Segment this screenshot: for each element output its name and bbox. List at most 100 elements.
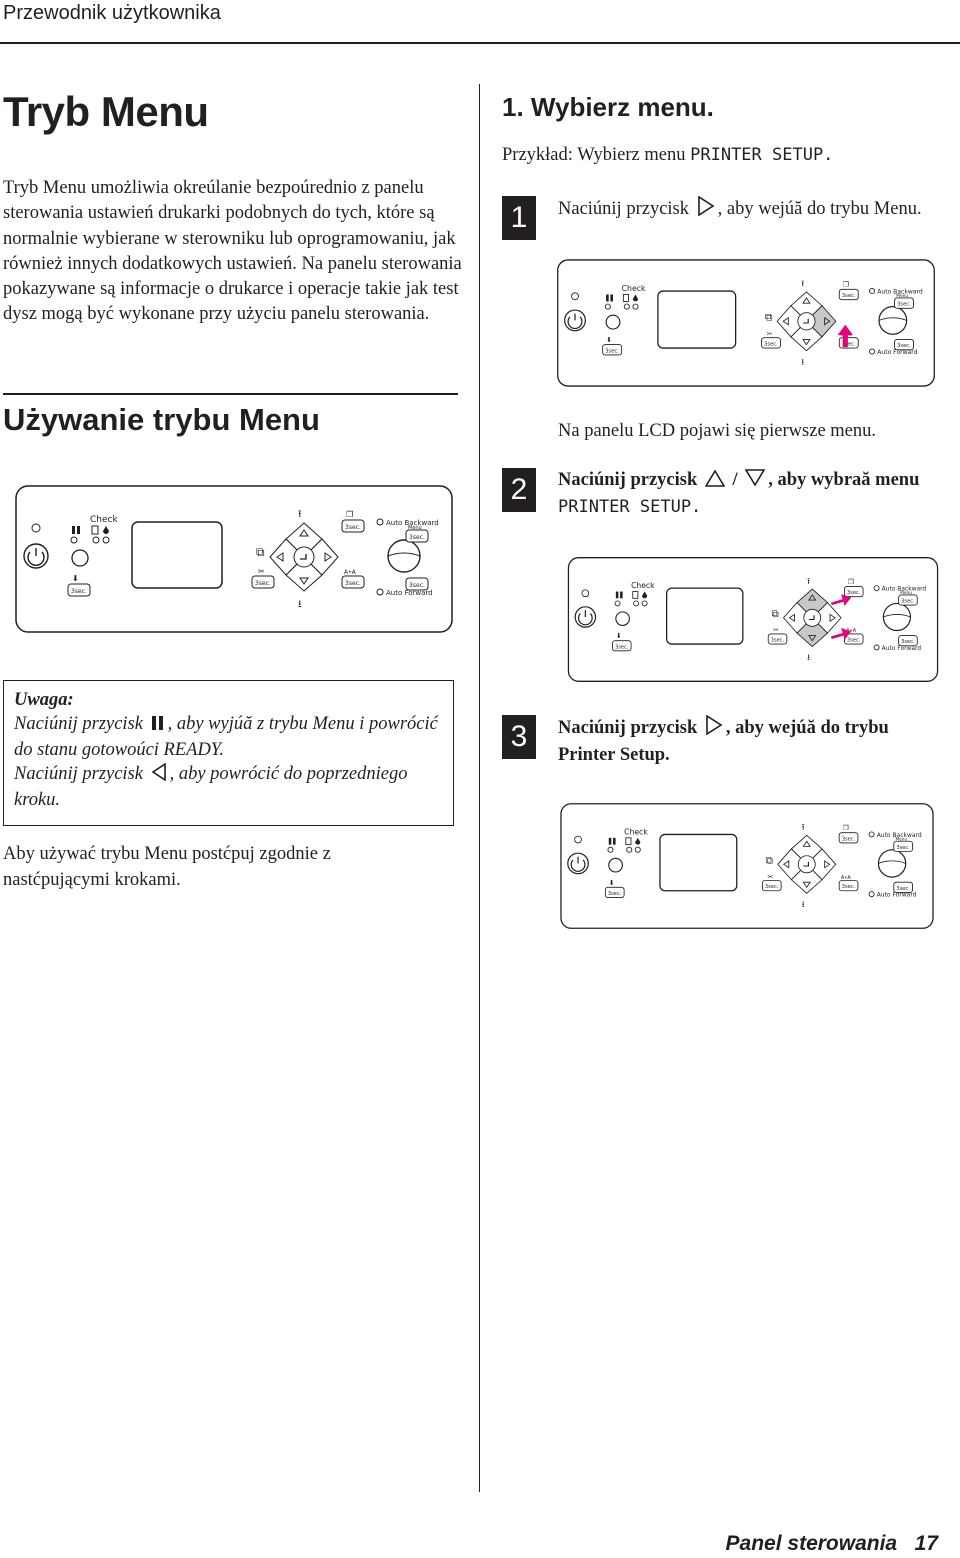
page-number: 17 xyxy=(914,1532,938,1555)
note-box: Uwaga: Naciúnij przycisk , aby wyjúă z t… xyxy=(3,680,454,826)
cleaning-button xyxy=(602,344,623,356)
menu-3sec-button-2 xyxy=(898,635,918,647)
pause-icon xyxy=(77,526,80,534)
step-number-3: 3 xyxy=(502,715,536,759)
paper-icon xyxy=(625,837,632,846)
pause-icon xyxy=(615,591,619,599)
auto-forward-label: Auto Forward xyxy=(882,646,922,652)
power-icon xyxy=(578,610,593,626)
scissors-icon: ✂ xyxy=(773,626,779,634)
scissors-icon: ✂ xyxy=(767,873,773,881)
sec-label: 3sec. xyxy=(847,638,861,644)
auto-backward-led xyxy=(873,585,880,592)
paper-icon xyxy=(622,294,629,302)
auto-backward-label: Auto Backward xyxy=(877,832,922,839)
triangle-down-icon xyxy=(802,338,811,346)
pause-icon xyxy=(620,591,623,599)
triangle-left-icon xyxy=(782,317,789,326)
ok-button xyxy=(797,855,816,874)
cutter-button xyxy=(761,337,781,349)
status-led xyxy=(614,600,621,607)
sec-label: 3sec. xyxy=(608,891,622,897)
cutter-button xyxy=(761,880,782,892)
triangle-right-icon xyxy=(824,860,831,869)
example-text: Przykład: Wybierz menu xyxy=(502,145,691,165)
feed-dial xyxy=(878,305,908,335)
section-title: Używanie trybu Menu xyxy=(3,402,320,437)
step-number-2: 2 xyxy=(502,468,536,512)
triangle-up-icon xyxy=(299,529,309,537)
status-led xyxy=(632,303,639,310)
note-text: , aby powrócić do poprzedniego kroku. xyxy=(14,764,408,810)
status-led xyxy=(641,600,648,607)
ink-density-button xyxy=(341,575,365,589)
status-led xyxy=(634,846,641,853)
auto-backward-label: Auto Backward xyxy=(877,289,923,296)
sec-label: 3sec. xyxy=(842,836,856,842)
pause-icon xyxy=(72,526,75,534)
cleaning-icon: ⬇ xyxy=(616,632,622,640)
ok-button xyxy=(797,312,816,331)
menu-label: Menu xyxy=(896,293,908,299)
check-label: Check xyxy=(622,284,646,293)
ink-icon xyxy=(632,294,639,302)
ink-density-button xyxy=(838,880,859,892)
feed-dial xyxy=(387,539,421,573)
step-1-text: Naciúnij przycisk , aby wejúă do trybu M… xyxy=(558,195,922,224)
sec-label: 3sec. xyxy=(897,343,911,349)
paper-feed-down-icon: ⭳ xyxy=(807,652,810,662)
auto-forward-label: Auto Forward xyxy=(877,349,917,356)
triangle-up-icon xyxy=(802,840,811,847)
paper-feed-up-icon: ⭱ xyxy=(298,509,302,520)
triangle-right-icon xyxy=(829,613,836,622)
paper-source-icon: ⧉ xyxy=(766,854,773,866)
menu-3sec-button xyxy=(894,297,914,309)
scissors-icon: ✂ xyxy=(767,330,773,338)
check-label: Check xyxy=(90,515,118,525)
triangle-right-icon xyxy=(697,195,715,224)
ink-icon xyxy=(103,526,109,534)
auto-forward-led xyxy=(873,644,880,651)
pause-button xyxy=(71,549,89,567)
auto-forward-label: Auto Forward xyxy=(386,589,433,597)
step-text: , aby wybraă menu xyxy=(768,470,920,490)
status-led xyxy=(607,846,614,853)
sec-label: 3sec. xyxy=(255,580,271,587)
cutter-button xyxy=(767,633,788,645)
auto-forward-led xyxy=(869,348,876,355)
sec-label: 3sec. xyxy=(345,524,361,531)
triangle-right-icon xyxy=(824,317,831,326)
menu-name: PRINTER SETUP. xyxy=(558,497,702,517)
status-led xyxy=(633,600,640,607)
menu-label: Menu xyxy=(895,836,907,842)
header-title: Przewodnik użytkownika xyxy=(3,2,221,24)
sec-label: 3sec. xyxy=(605,348,619,354)
step-heading: 1. Wybierz menu. xyxy=(502,92,714,122)
paper-feed-down-icon: ⭳ xyxy=(802,900,805,910)
copy-icon: ❐ xyxy=(843,281,849,289)
feed-dial-line xyxy=(878,860,906,864)
paper-icon xyxy=(632,591,639,599)
step-number-1: 1 xyxy=(502,196,536,240)
menu-3sec-button xyxy=(405,529,429,543)
auto-backward-led xyxy=(868,831,875,838)
paper-feed-down-icon: ⭳ xyxy=(801,357,804,367)
sec-label: 3sec. xyxy=(345,580,361,587)
cleaning-icon: ⬇ xyxy=(72,574,79,583)
sec-label: 3sec. xyxy=(764,341,778,347)
sec-label: 3sec. xyxy=(765,884,779,890)
power-led xyxy=(571,292,579,301)
sec-label: 3sec. xyxy=(896,845,910,851)
power-led xyxy=(581,589,590,598)
triangle-left-icon xyxy=(151,762,167,788)
power-icon xyxy=(570,856,586,872)
status-led xyxy=(604,303,611,310)
paper-feed-down-icon: ⭳ xyxy=(298,599,302,610)
step-text: Printer Setup. xyxy=(558,745,670,765)
